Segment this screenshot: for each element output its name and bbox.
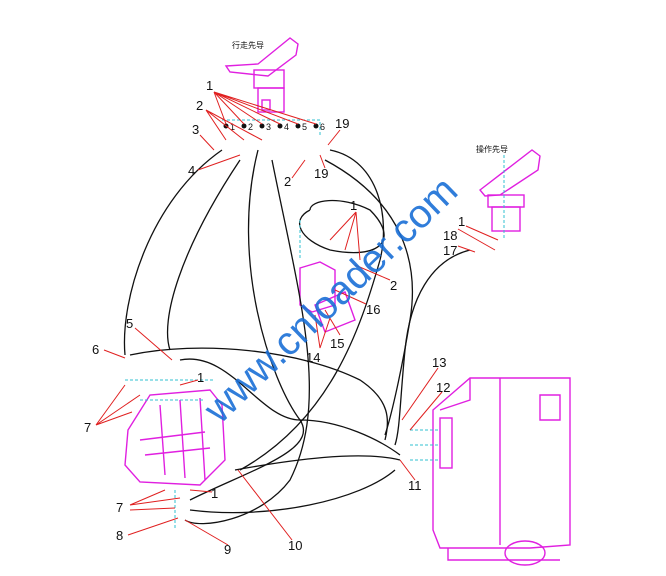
callout: 19 — [314, 166, 328, 181]
callout: 3 — [192, 122, 199, 137]
operation-pilot-label: 操作先导 — [476, 144, 508, 154]
callout: 4 — [188, 163, 195, 178]
travel-pilot-label: 行走先导 — [232, 40, 264, 50]
callout: 1 — [350, 198, 357, 213]
callout: 11 — [408, 478, 422, 493]
port-number: 6 — [320, 122, 325, 132]
travel-pilot-valve — [224, 37, 299, 113]
main-control-valve — [124, 389, 226, 486]
callout: 18 — [443, 228, 457, 243]
callout: 5 — [126, 316, 133, 331]
callout: 7 — [84, 420, 91, 435]
leader-lines — [95, 91, 499, 546]
callout: 9 — [224, 542, 231, 557]
port-numbers: 1 2 3 4 5 6 — [223, 122, 325, 132]
hydraulic-tank — [432, 377, 571, 566]
callout: 17 — [443, 243, 457, 258]
port-number: 3 — [266, 122, 271, 132]
callout: 13 — [432, 355, 446, 370]
callout: 1 — [197, 370, 204, 385]
callout: 2 — [284, 174, 291, 189]
callout: 14 — [306, 350, 320, 365]
pilot-hoses — [123, 149, 471, 525]
callout: 1 — [211, 486, 218, 501]
callout: 1 — [206, 78, 213, 93]
callout: 19 — [335, 116, 349, 131]
callout-numbers: 1 2 3 4 19 2 19 1 18 17 1 2 16 15 14 5 6… — [84, 78, 465, 557]
callout: 2 — [196, 98, 203, 113]
operation-pilot-valve — [478, 149, 541, 240]
callout: 10 — [288, 538, 302, 553]
callout: 6 — [92, 342, 99, 357]
centerlines — [125, 119, 440, 530]
callout: 15 — [330, 336, 344, 351]
callout: 2 — [390, 278, 397, 293]
port-number: 4 — [284, 122, 289, 132]
watermark: www.cnloader.com — [195, 168, 466, 432]
pilot-manifold-block — [299, 261, 356, 333]
callout: 7 — [116, 500, 123, 515]
port-number: 1 — [230, 122, 235, 132]
port-number: 5 — [302, 122, 307, 132]
callout: 16 — [366, 302, 380, 317]
callout: 8 — [116, 528, 123, 543]
callout: 12 — [436, 380, 450, 395]
port-number: 2 — [248, 122, 253, 132]
callout: 1 — [458, 214, 465, 229]
